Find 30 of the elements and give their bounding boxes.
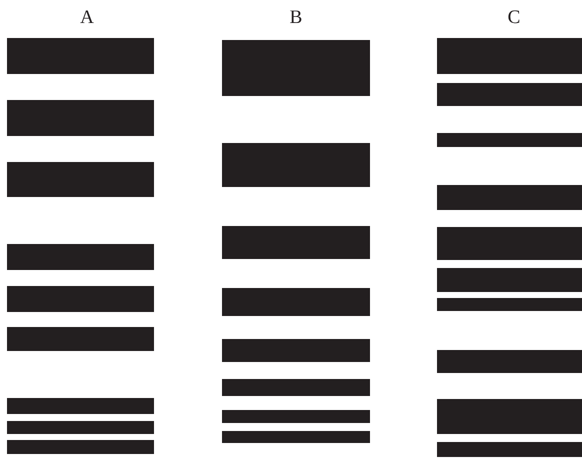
bar bbox=[7, 286, 154, 312]
bar bbox=[222, 431, 370, 443]
bar bbox=[7, 38, 154, 74]
bar bbox=[7, 162, 154, 197]
bar bbox=[437, 268, 582, 292]
bar bbox=[222, 379, 370, 396]
bar bbox=[222, 143, 370, 187]
column-label: C bbox=[508, 8, 520, 28]
bar bbox=[7, 244, 154, 270]
bar bbox=[7, 100, 154, 136]
bar bbox=[222, 288, 370, 316]
column-label: A bbox=[80, 8, 94, 28]
bar bbox=[222, 339, 370, 362]
bar bbox=[437, 185, 582, 210]
bar bbox=[222, 226, 370, 259]
column-label: B bbox=[290, 8, 302, 28]
bar bbox=[7, 440, 154, 454]
bar bbox=[222, 410, 370, 423]
bar bbox=[437, 350, 582, 373]
bar bbox=[437, 298, 582, 311]
bar bbox=[437, 83, 582, 106]
bar bbox=[7, 398, 154, 414]
bar bbox=[437, 399, 582, 434]
bar bbox=[7, 327, 154, 351]
bar bbox=[437, 133, 582, 147]
bar bbox=[222, 40, 370, 96]
bar bbox=[7, 421, 154, 434]
bar bbox=[437, 442, 582, 457]
bar bbox=[437, 227, 582, 260]
bar bbox=[437, 38, 582, 74]
